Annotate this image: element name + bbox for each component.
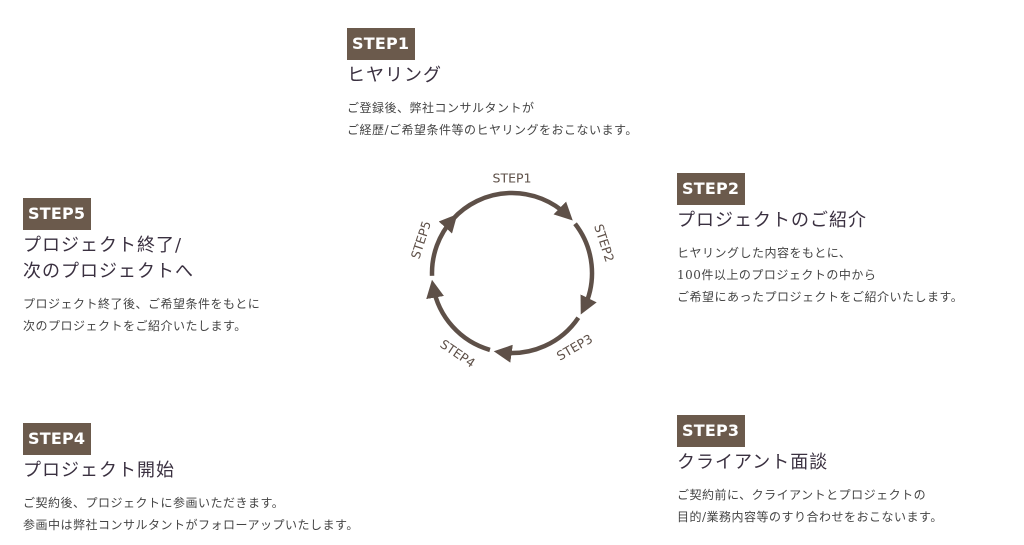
step-title: プロジェクトのご紹介 bbox=[677, 210, 867, 231]
description-line: ご登録後、弊社コンサルタントが bbox=[347, 101, 535, 115]
cycle-arrow-5 bbox=[429, 214, 458, 276]
step-3-block: STEP3 クライアント面談 ご契約前に、クライアントとプロジェクトの 目的/業… bbox=[677, 415, 943, 528]
description-line: 次のプロジェクトをご紹介いたします。 bbox=[23, 319, 247, 333]
description-line: ご希望にあったプロジェクトをご紹介いたします。 bbox=[677, 290, 964, 304]
cycle-arrow-2 bbox=[573, 222, 597, 315]
cycle-label-step-2: STEP2 bbox=[591, 222, 617, 264]
cycle-arrows bbox=[426, 190, 597, 363]
description-line: ご契約後、プロジェクトに参画いただきます。 bbox=[23, 496, 285, 510]
step-title: プロジェクト開始 bbox=[23, 460, 175, 481]
step-2-block: STEP2 プロジェクトのご紹介 ヒヤリングした内容をもとに、 100件以上のプ… bbox=[677, 173, 963, 308]
cycle-arrow-3 bbox=[493, 316, 581, 363]
step-badge: STEP4 bbox=[23, 423, 92, 455]
step-badge: STEP3 bbox=[677, 415, 746, 447]
step-description: プロジェクト終了後、ご希望条件をもとに 次のプロジェクトをご紹介いたします。 bbox=[23, 293, 260, 337]
description-line: ご契約前に、クライアントとプロジェクトの bbox=[677, 488, 927, 502]
description-line: ご経歴/ご希望条件等のヒヤリングをおこないます。 bbox=[347, 123, 638, 137]
step-title: ヒヤリング bbox=[347, 65, 442, 86]
step-description: ご登録後、弊社コンサルタントが ご経歴/ご希望条件等のヒヤリングをおこないます。 bbox=[347, 97, 638, 141]
step-badge: STEP1 bbox=[347, 28, 416, 60]
step-badge: STEP5 bbox=[23, 198, 92, 230]
description-line: ヒヤリングした内容をもとに、 bbox=[677, 246, 852, 260]
description-line: 100件以上のプロジェクトの中から bbox=[677, 268, 877, 282]
cycle-label-step-1: STEP1 bbox=[493, 171, 532, 186]
description-line: プロジェクト終了後、ご希望条件をもとに bbox=[23, 297, 261, 311]
step-title: クライアント面談 bbox=[677, 452, 829, 473]
cycle-arrow-4 bbox=[426, 279, 491, 353]
step-4-block: STEP4 プロジェクト開始 ご契約後、プロジェクトに参画いただきます。 参画中… bbox=[23, 423, 359, 536]
step-title: プロジェクト終了/ 次のプロジェクトへ bbox=[23, 233, 260, 285]
step-badge: STEP2 bbox=[677, 173, 746, 205]
step-description: ヒヤリングした内容をもとに、 100件以上のプロジェクトの中から ご希望にあった… bbox=[677, 242, 963, 308]
title-line: プロジェクト終了/ bbox=[23, 235, 183, 256]
step-5-block: STEP5 プロジェクト終了/ 次のプロジェクトへ プロジェクト終了後、ご希望条… bbox=[23, 198, 260, 337]
description-line: 参画中は弊社コンサルタントがフォローアップいたします。 bbox=[23, 518, 359, 532]
step-description: ご契約後、プロジェクトに参画いただきます。 参画中は弊社コンサルタントがフォロー… bbox=[23, 492, 359, 536]
step-1-block: STEP1 ヒヤリング ご登録後、弊社コンサルタントが ご経歴/ご希望条件等のヒ… bbox=[347, 28, 638, 141]
description-line: 目的/業務内容等のすり合わせをおこないます。 bbox=[677, 510, 943, 524]
title-line: 次のプロジェクトへ bbox=[23, 261, 194, 282]
cycle-arrow-1 bbox=[450, 190, 573, 221]
step-description: ご契約前に、クライアントとプロジェクトの 目的/業務内容等のすり合わせをおこない… bbox=[677, 484, 943, 528]
cycle-label-step-5: STEP5 bbox=[408, 219, 434, 261]
